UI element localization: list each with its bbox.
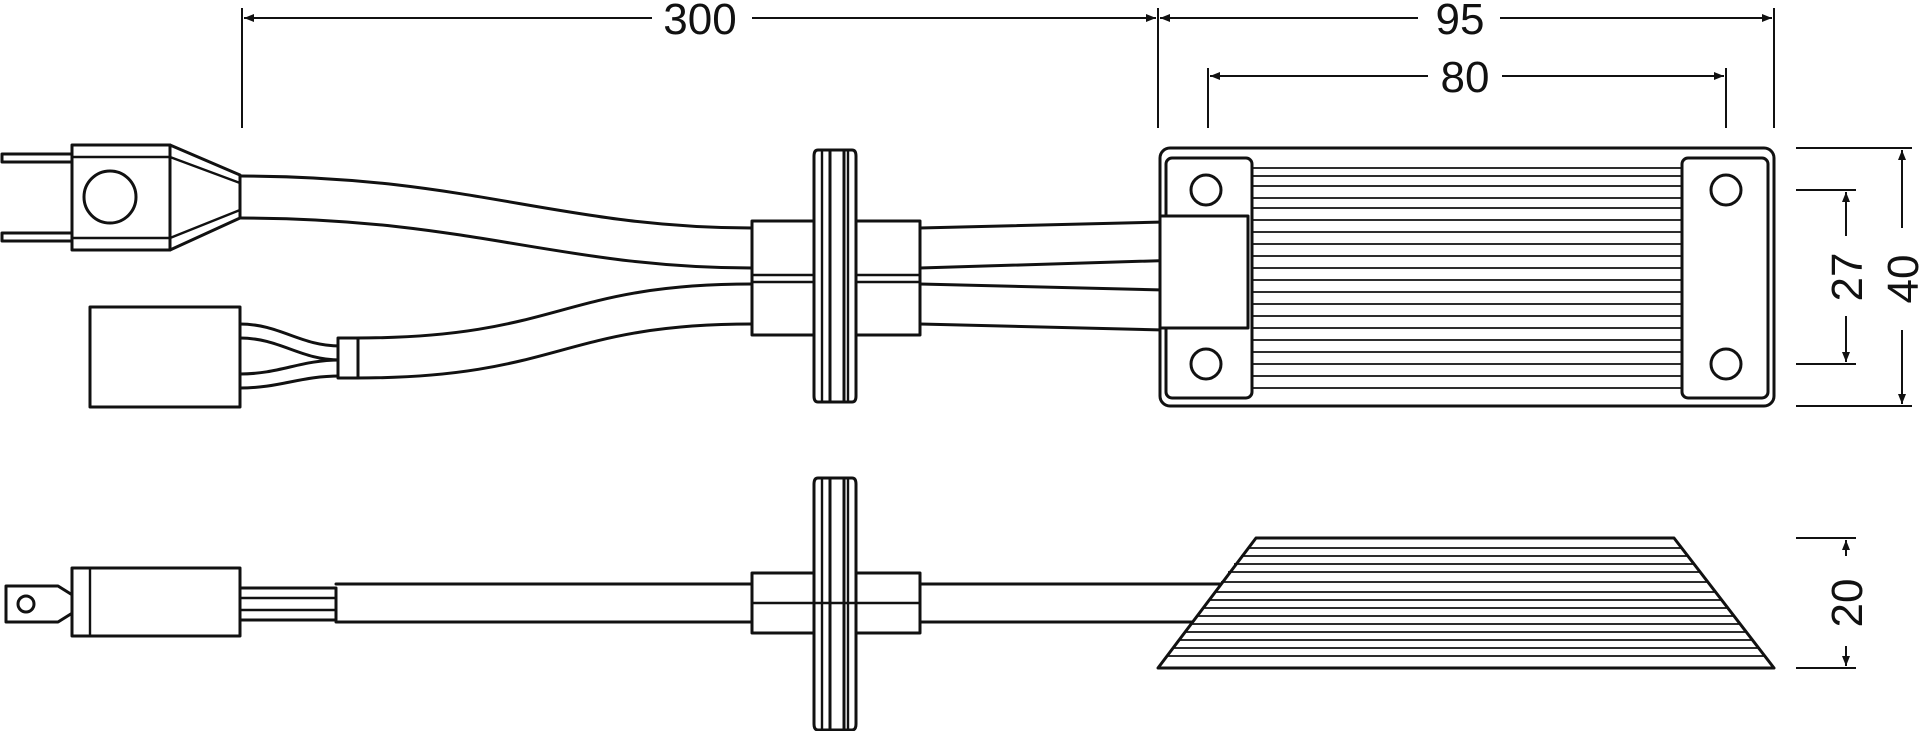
grommet-side <box>750 476 922 731</box>
grommet-top <box>750 148 922 404</box>
cable-top <box>238 174 1250 380</box>
control-module-side <box>1156 536 1776 670</box>
cooling-fins-side <box>1167 547 1764 657</box>
mounting-hole-icon <box>1709 347 1743 381</box>
side-view <box>4 476 1776 731</box>
cooling-fins-top <box>1252 167 1682 389</box>
cable-side <box>334 582 1224 624</box>
socket-connector-top <box>88 305 360 409</box>
mounting-hole-icon <box>1189 173 1223 207</box>
mounting-hole-icon <box>1709 173 1743 207</box>
connector-plug-top <box>0 143 242 252</box>
plug-hole-icon <box>82 169 138 225</box>
dimension-hole-spacing-length: 80 <box>1441 53 1490 102</box>
dimension-hole-spacing-width: 27 <box>1823 253 1872 302</box>
dimension-module-width: 40 <box>1879 255 1920 304</box>
dimension-module-height: 20 <box>1823 579 1872 628</box>
dimension-module-length: 95 <box>1436 0 1485 44</box>
control-module-top <box>1158 146 1776 408</box>
top-view <box>0 143 1776 409</box>
dimension-cable-length: 300 <box>663 0 736 44</box>
dimension-lines: 300 95 80 40 27 20 <box>241 0 1920 669</box>
mounting-hole-icon <box>1189 347 1223 381</box>
connector-plug-side <box>4 566 338 638</box>
